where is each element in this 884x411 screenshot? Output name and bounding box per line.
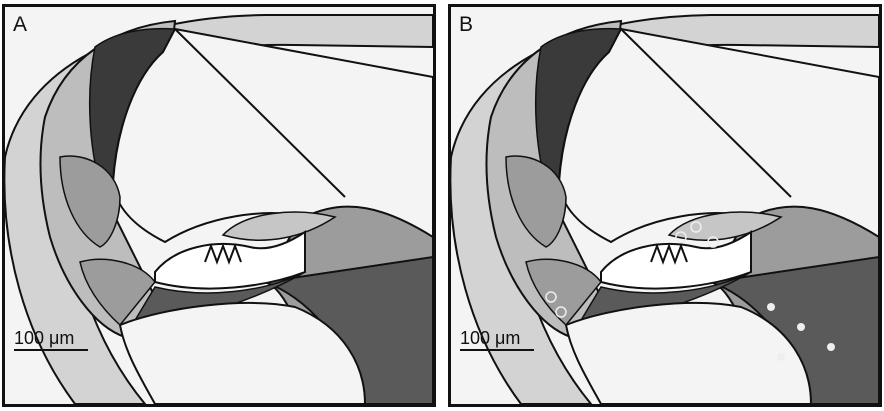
marker <box>777 353 785 361</box>
panel-b: B 100 μm <box>448 4 882 407</box>
marker <box>827 343 835 351</box>
marker <box>767 303 775 311</box>
marker <box>797 323 805 331</box>
scale-line-a <box>14 349 88 351</box>
panel-a: A 100 μm <box>2 4 436 407</box>
panel-b-label: B <box>459 13 473 37</box>
scale-label-a: 100 μm <box>14 329 94 347</box>
panel-a-label: A <box>13 13 27 37</box>
scale-line-b <box>460 349 534 351</box>
scale-label-b: 100 μm <box>460 329 540 347</box>
scale-bar-a: 100 μm <box>14 329 94 351</box>
scale-bar-b: 100 μm <box>460 329 540 351</box>
